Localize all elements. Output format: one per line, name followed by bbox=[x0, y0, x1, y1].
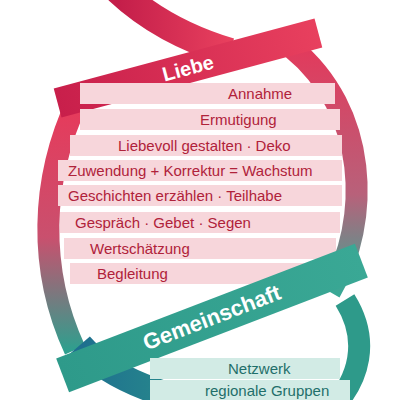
helix-rung: Liebevoll gestalten · Deko bbox=[70, 135, 342, 156]
band-title: Gemeinschaft bbox=[139, 280, 284, 356]
rung-label: Geschichten erzählen · Teilhabe bbox=[68, 187, 282, 204]
rung-label: Liebevoll gestalten · Deko bbox=[118, 137, 291, 154]
helix-rung: Ermutigung bbox=[80, 109, 340, 130]
band-title: Liebe bbox=[160, 50, 216, 86]
rung-label: Gespräch · Gebet · Segen bbox=[75, 214, 251, 231]
helix-rung: Zuwendung + Korrektur = Wachstum bbox=[58, 160, 342, 181]
helix-rung: Geschichten erzählen · Teilhabe bbox=[58, 185, 342, 206]
helix-rung: regionale Gruppen bbox=[150, 380, 350, 400]
rung-label: Wertschätzung bbox=[90, 240, 190, 257]
helix-rung: Wertschätzung bbox=[64, 238, 336, 259]
rung-label: Zuwendung + Korrektur = Wachstum bbox=[68, 162, 313, 179]
rung-label: Annahme bbox=[228, 85, 292, 102]
rung-label: Netzwerk bbox=[228, 360, 291, 377]
helix-rung: Gespräch · Gebet · Segen bbox=[60, 212, 340, 233]
rung-label: Ermutigung bbox=[200, 111, 277, 128]
helix-rung: Annahme bbox=[80, 83, 335, 104]
helix-rung: Netzwerk bbox=[150, 358, 340, 379]
rung-label: Begleitung bbox=[97, 265, 168, 282]
rung-label: regionale Gruppen bbox=[205, 382, 329, 399]
back-strand-top bbox=[118, 0, 230, 52]
